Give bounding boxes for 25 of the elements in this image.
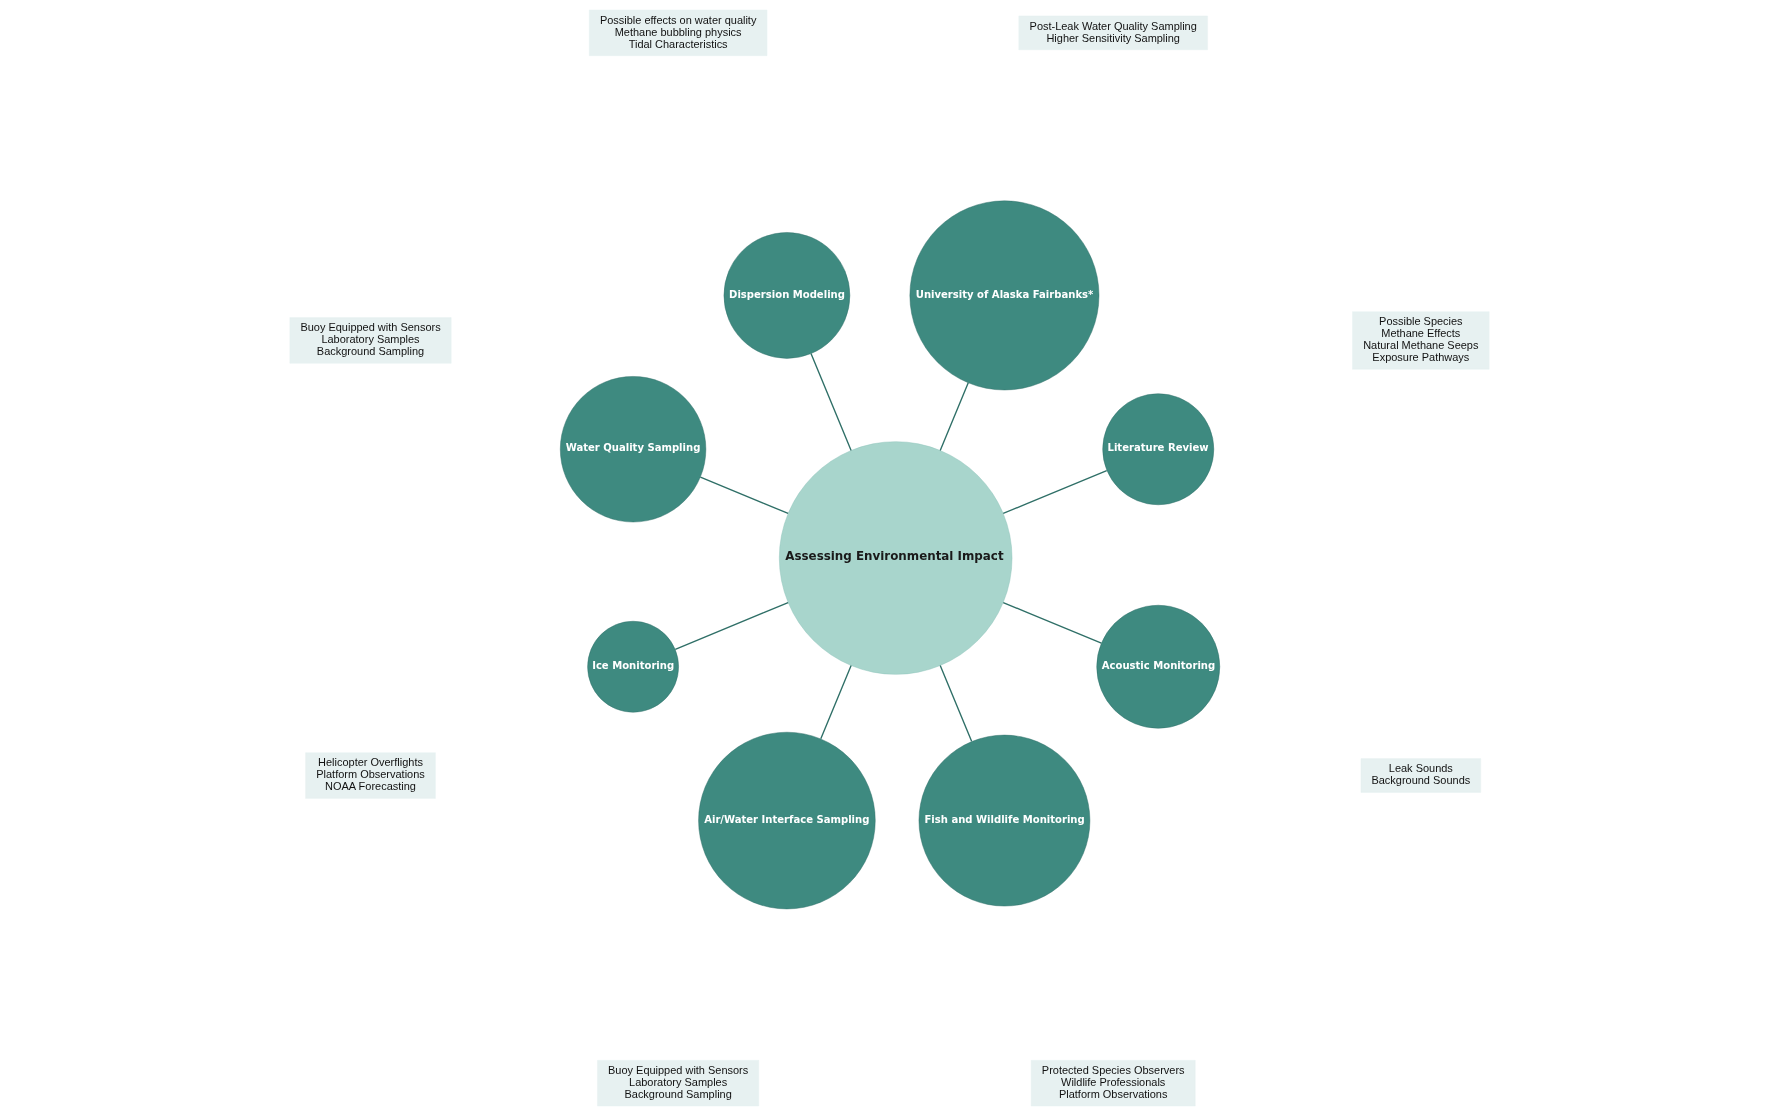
connector (820, 664, 852, 740)
node-circle: Dispersion Modeling (723, 232, 851, 359)
node-circle: Literature Review (1102, 393, 1215, 506)
node-box: Buoy Equipped with Sensors Laboratory Samples Background Sampling (289, 317, 452, 364)
node-circle: Water Quality Sampling (560, 376, 707, 523)
node-circle: Assessing Environmental Impact (779, 441, 1013, 675)
node-circle: Ice Monitoring (587, 621, 679, 713)
connector (810, 352, 852, 452)
node-circle: University of Alaska Fairbanks* (909, 200, 1100, 391)
node-box: Possible Species Methane Effects Natural Methane Seeps Exposure Pathways (1352, 311, 1490, 370)
connector (1002, 469, 1108, 515)
node-circle: Acoustic Monitoring (1096, 605, 1220, 729)
node-box: Post-Leak Water Quality Sampling Higher Sensitivity Sampling (1018, 15, 1208, 50)
connector (939, 664, 973, 742)
connector (699, 476, 789, 515)
node-circle: Air/Water Interface Sampling (698, 732, 876, 910)
connector (1002, 601, 1103, 644)
node-box: Possible effects on water quality Methane bubbling physics Tidal Characteristics (589, 9, 768, 56)
connector (939, 382, 969, 452)
node-circle: Fish and Wildlife Monitoring (918, 734, 1091, 907)
node-box: Leak Sounds Background Sounds (1360, 758, 1481, 793)
node-box: Protected Species Observers Wildlife Professionals Platform Observations (1030, 1060, 1196, 1107)
connector (674, 601, 789, 650)
node-box: Helicopter Overflights Platform Observations NOAA Forecasting (305, 752, 436, 799)
node-box: Buoy Equipped with Sensors Laboratory Samples Background Sampling (597, 1060, 760, 1107)
